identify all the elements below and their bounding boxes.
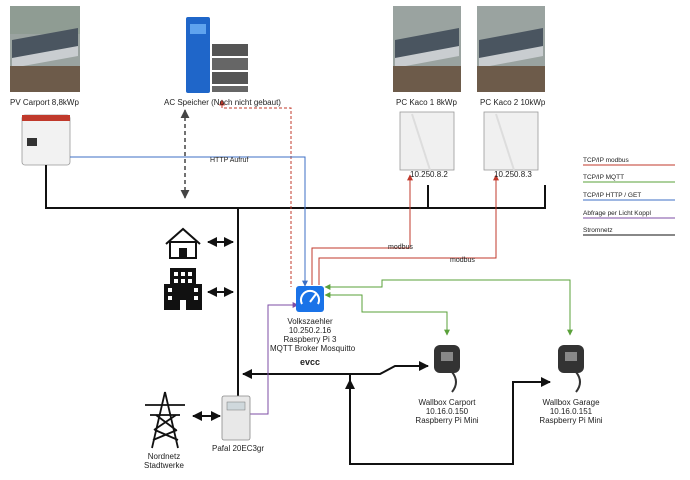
house-icon [165, 227, 201, 259]
wallbox-carport-ip: 10.16.0.150 [425, 407, 469, 416]
kaco2-ip: 10.250.8.3 [494, 170, 532, 179]
kaco2-inverter [483, 111, 539, 171]
lichtkoppler-line [248, 302, 299, 415]
http-aufruf-line [70, 156, 308, 287]
pv-carport-inverter [21, 114, 71, 166]
building-icon [164, 268, 202, 310]
volkszaehler-label: Volkszaehler 10.250.2.16 Raspberry Pi 3 … [270, 317, 356, 353]
legend-stromnetz: Stromnetz [583, 227, 613, 234]
kaco1-label: PC Kaco 1 8kWp [396, 98, 457, 107]
ac-speicher-device [186, 17, 248, 93]
wallbox-garage-label: Wallbox Garage 10.16.0.151 Raspberry Pi … [534, 398, 608, 425]
legend-http: TCP/IP HTTP / GET [583, 192, 642, 199]
stadtwerke-name: Stadtwerke [143, 461, 185, 470]
stromnetz-lines [45, 165, 551, 465]
wallbox-garage-icon [558, 345, 584, 393]
wallbox-carport-name: Wallbox Carport [418, 398, 476, 407]
volkszaehler-gauge-icon [296, 286, 324, 312]
wallbox-carport-icon [434, 345, 460, 393]
nordnetz-name: Nordnetz [147, 452, 181, 461]
volkszaehler-broker: MQTT Broker Mosquitto [270, 344, 356, 353]
legend-mqtt: TCP/IP MQTT [583, 174, 625, 181]
wallbox-garage-name: Wallbox Garage [542, 398, 600, 407]
http-aufruf-label: HTTP Aufruf [210, 157, 249, 164]
modbus-line-kaco1 [311, 174, 413, 285]
wallbox-garage-ip: 10.16.0.151 [549, 407, 593, 416]
pafal-label: Pafal 20EC3gr [212, 444, 265, 453]
volkszaehler-hw: Raspberry Pi 3 [283, 335, 337, 344]
modbus-line-kaco2 [318, 174, 499, 285]
legend-licht: Abfrage per Licht Koppl [583, 210, 651, 217]
nordnetz-label: Nordnetz Stadtwerke [134, 452, 194, 470]
modbus-label-2: modbus [450, 257, 475, 264]
speicher-modbus-dashed [219, 99, 292, 287]
transmission-tower-icon [145, 391, 185, 449]
pv-carport-photo [10, 6, 80, 92]
volkszaehler-ip: 10.250.2.16 [288, 326, 332, 335]
kaco1-ip: 10.250.8.2 [410, 170, 448, 179]
legend-modbus: TCP/IP modbus [583, 157, 629, 164]
wallbox-carport-label: Wallbox Carport 10.16.0.150 Raspberry Pi… [410, 398, 484, 425]
kaco2-photo [477, 6, 545, 92]
wallbox-carport-hw: Raspberry Pi Mini [415, 416, 479, 425]
evcc-label: evcc [300, 357, 321, 367]
kaco1-inverter [399, 111, 455, 171]
volkszaehler-name: Volkszaehler [287, 317, 333, 326]
pv-carport-label: PV Carport 8,8kWp [10, 98, 79, 107]
mqtt-line-garage [324, 279, 573, 336]
pafal-meter-icon [221, 395, 251, 441]
modbus-label-1: modbus [388, 244, 413, 251]
kaco2-label: PC Kaco 2 10kWp [480, 98, 546, 107]
wallbox-garage-hw: Raspberry Pi Mini [539, 416, 603, 425]
ac-speicher-label: AC Speicher (Noch nicht gebaut) [164, 98, 281, 107]
kaco1-photo [393, 6, 461, 92]
